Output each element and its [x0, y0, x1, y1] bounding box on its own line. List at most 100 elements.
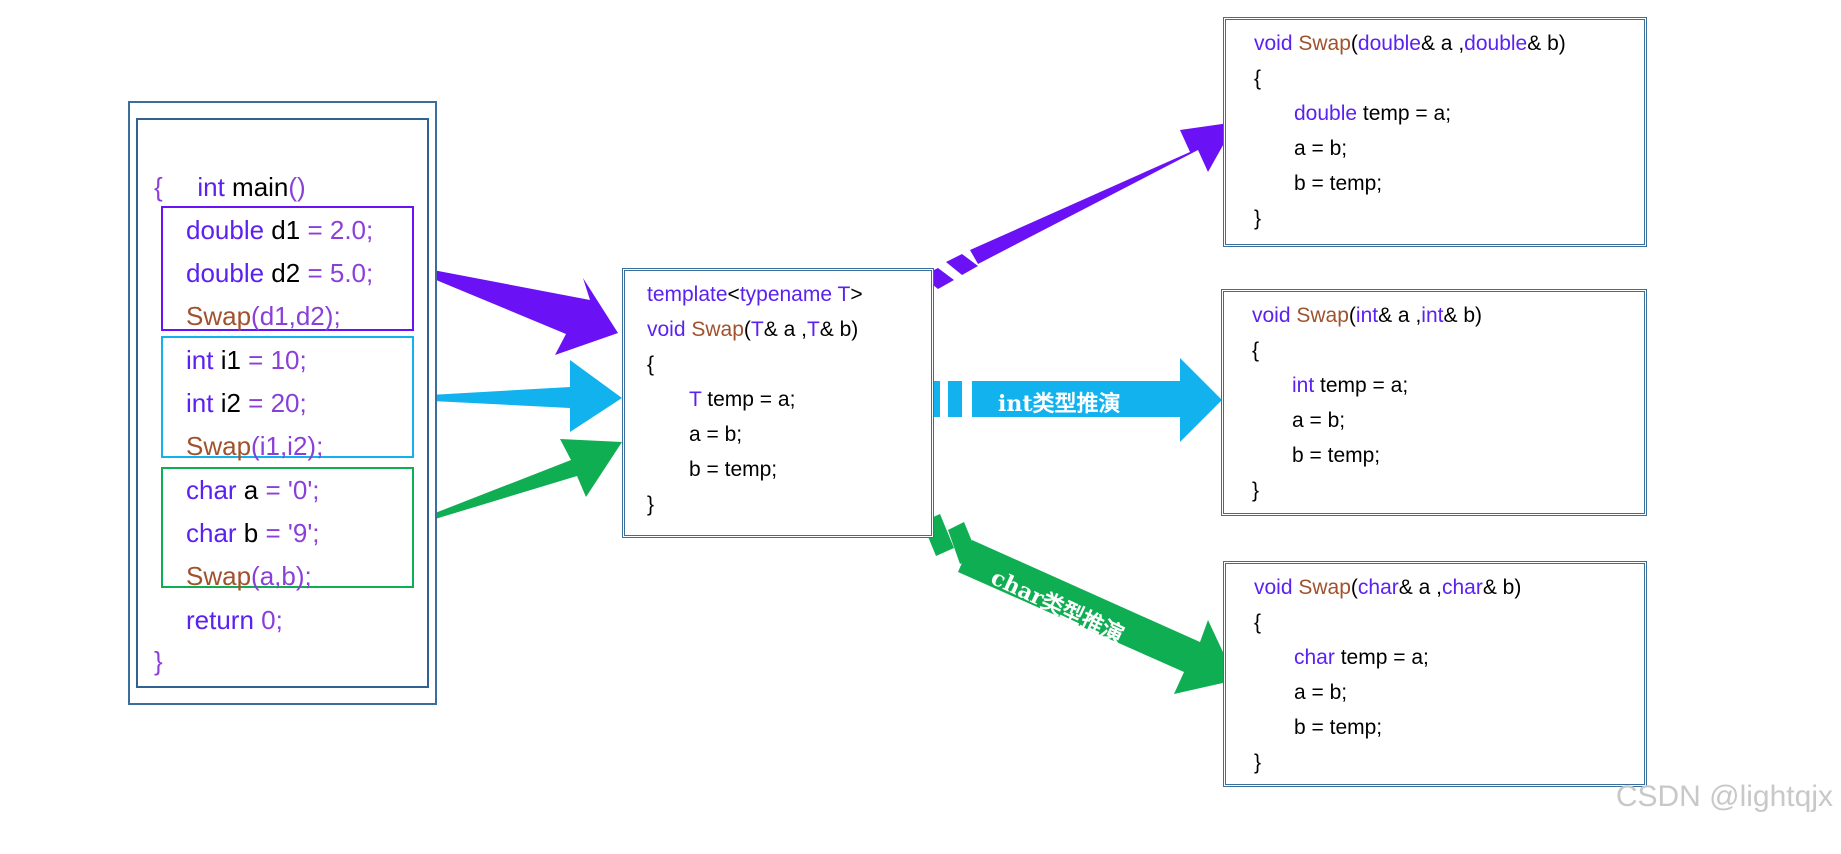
template-function-box: template<typename T> void Swap(T& a ,T& … [622, 268, 934, 538]
char-group-box [161, 467, 414, 588]
punct: < [727, 283, 740, 306]
statement: b = temp; [1292, 444, 1381, 467]
type: int [1355, 304, 1379, 327]
function-name: Swap [186, 301, 252, 331]
main-function-box: int main() { double d1 = 2.0; double d2 … [128, 101, 437, 705]
arrow-double-to-template [412, 266, 618, 355]
keyword: void [647, 318, 686, 341]
keyword: double [186, 215, 265, 245]
param: & a , [1420, 32, 1465, 55]
punct: () [288, 172, 306, 202]
statement: temp = a; [1314, 374, 1409, 397]
brace-open: { [1254, 67, 1262, 90]
type: double [1357, 32, 1421, 55]
brace-close: } [647, 493, 655, 516]
value: = 2.0; [307, 215, 374, 245]
punct: ); [307, 431, 324, 461]
value: = '9'; [265, 518, 320, 548]
param: & a , [763, 318, 807, 341]
statement: b = temp; [1294, 172, 1383, 195]
double-code: void Swap(double& a ,double& b) { double… [1254, 26, 1566, 306]
keyword: int [186, 388, 214, 418]
keyword: void [1252, 304, 1291, 327]
statement: temp = a; [1334, 646, 1429, 669]
function-name: Swap [186, 561, 252, 591]
punct: ); [295, 561, 312, 591]
function-name: Swap [186, 431, 252, 461]
brace-close: } [1254, 207, 1262, 230]
statement: b = temp; [1294, 716, 1383, 739]
identifier: i2 [213, 388, 249, 418]
keyword: typename [739, 283, 833, 306]
param: & b) [1527, 32, 1566, 55]
statement: a = b; [689, 423, 743, 446]
param: & a , [1398, 576, 1442, 599]
int-group-box [161, 336, 414, 458]
template-code: template<typename T> void Swap(T& a ,T& … [647, 277, 863, 592]
keyword: char [186, 518, 237, 548]
type: char [1294, 646, 1335, 669]
param: & b) [1482, 576, 1522, 599]
type: int [1292, 374, 1315, 397]
function-name: Swap [1298, 32, 1351, 55]
watermark: CSDN @lightqjx [1615, 780, 1833, 813]
type: double [1294, 102, 1358, 125]
statement: a = b; [1294, 681, 1348, 704]
type-param: T [832, 283, 851, 306]
args: (i1,i2 [251, 431, 308, 461]
statement: a = b; [1294, 137, 1348, 160]
double-instantiation-box: void Swap(double& a ,double& b) { double… [1223, 17, 1647, 247]
keyword: double [186, 258, 265, 288]
identifier: d2 [264, 258, 308, 288]
double-group-box [161, 206, 414, 331]
param: & a , [1378, 304, 1422, 327]
identifier: i1 [213, 345, 249, 375]
value: = '0'; [265, 475, 320, 505]
punct: ); [324, 301, 341, 331]
punct: ( [743, 318, 751, 341]
value: 0; [253, 605, 283, 635]
keyword: int [197, 172, 225, 202]
main-code: int main() { [154, 123, 306, 295]
brace-close: } [1254, 751, 1262, 774]
param: & b) [819, 318, 859, 341]
brace-open: { [154, 172, 163, 202]
type: char [1441, 576, 1483, 599]
char-code: void Swap(char& a ,char& b) { char temp … [1254, 570, 1521, 850]
function-name: Swap [691, 318, 744, 341]
type-param: T [806, 318, 820, 341]
brace-close: } [154, 646, 163, 676]
identifier: a [236, 475, 266, 505]
value: = 20; [248, 388, 307, 418]
args: (a,b [251, 561, 296, 591]
brace-close: } [1252, 479, 1260, 502]
punct: ( [1350, 32, 1358, 55]
type: double [1464, 32, 1528, 55]
keyword: void [1254, 32, 1293, 55]
arrows-layer [412, 122, 1236, 694]
identifier: b [236, 518, 266, 548]
identifier: main [224, 172, 289, 202]
function-name: Swap [1298, 576, 1351, 599]
main-function-inner-frame [136, 118, 429, 688]
arrow-int-to-template [412, 360, 622, 432]
brace-open: { [1252, 339, 1260, 362]
value: = 10; [248, 345, 307, 375]
keyword: int [186, 345, 214, 375]
arrow-label-int: int类型推演 [998, 391, 1121, 417]
statement: temp = a; [1357, 102, 1452, 125]
param: & b) [1443, 304, 1482, 327]
statement: b = temp; [689, 458, 778, 481]
arrow-char-to-template [412, 439, 622, 526]
statement: a = b; [1292, 409, 1346, 432]
int-instantiation-box: void Swap(int& a ,int& b) { int temp = a… [1221, 289, 1647, 516]
type-param: T [689, 388, 702, 411]
keyword: char [186, 475, 237, 505]
brace-open: { [1254, 611, 1262, 634]
type-param: T [750, 318, 764, 341]
statement: temp = a; [701, 388, 796, 411]
punct: ( [1350, 576, 1358, 599]
type: int [1421, 304, 1444, 327]
type: char [1357, 576, 1399, 599]
function-name: Swap [1296, 304, 1349, 327]
